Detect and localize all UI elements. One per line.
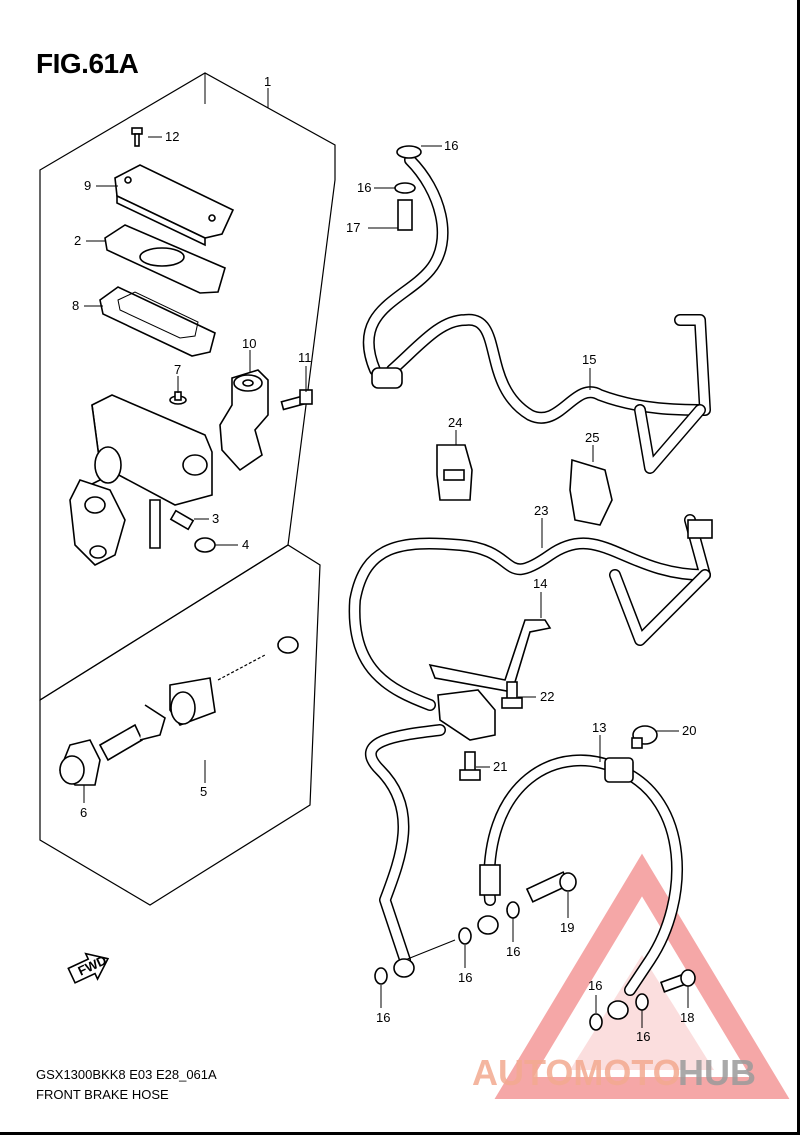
label-16-f: 16 <box>588 978 602 993</box>
fwd-arrow: FWD <box>67 952 110 984</box>
label-3: 3 <box>212 511 219 526</box>
assembly-outline <box>39 72 336 906</box>
label-25: 25 <box>585 430 599 445</box>
lower-hose-left <box>365 724 456 978</box>
label-10: 10 <box>242 336 256 351</box>
label-16-d: 16 <box>458 970 472 985</box>
clip-25 <box>569 458 613 526</box>
label-17: 17 <box>346 220 360 235</box>
label-14: 14 <box>533 576 547 591</box>
label-2: 2 <box>74 233 81 248</box>
label-21: 21 <box>493 759 507 774</box>
bolt-19 <box>525 871 577 903</box>
bolt-18 <box>659 969 696 993</box>
figure-caption: FRONT BRAKE HOSE <box>36 1087 169 1102</box>
master-cylinder-body <box>69 394 213 566</box>
label-22: 22 <box>540 689 554 704</box>
label-20: 20 <box>682 723 696 738</box>
label-5: 5 <box>200 784 207 799</box>
clamp-20 <box>631 725 658 749</box>
clip-24 <box>436 444 473 501</box>
label-9: 9 <box>84 178 91 193</box>
label-11: 11 <box>298 350 312 365</box>
figure-title: FIG.61A <box>36 48 139 79</box>
label-23: 23 <box>534 503 548 518</box>
hose-joint <box>437 689 496 741</box>
brake-hose-15 <box>362 145 711 474</box>
screw-7 <box>169 391 187 405</box>
brake-hose-13 <box>477 754 684 1020</box>
label-7: 7 <box>174 362 181 377</box>
label-16-a: 16 <box>444 138 458 153</box>
label-1: 1 <box>264 74 271 89</box>
label-16-e: 16 <box>506 944 520 959</box>
watermark-wordmark: AUTOMOTO HUB <box>472 1052 756 1093</box>
plate-2 <box>104 224 226 294</box>
screw-12 <box>131 127 143 147</box>
bleeder-3-4 <box>169 509 216 553</box>
clamp-10 <box>219 369 269 472</box>
piston-kit-5 <box>59 636 299 786</box>
label-18: 18 <box>680 1010 694 1025</box>
label-8: 8 <box>72 298 79 313</box>
watermark-word-1: AUTOMOTO <box>472 1052 681 1093</box>
label-16-g: 16 <box>636 1029 650 1044</box>
label-15: 15 <box>582 352 596 367</box>
label-16-c: 16 <box>376 1010 390 1025</box>
model-code: GSX1300BKK8 E03 E28_061A <box>36 1067 217 1082</box>
label-19: 19 <box>560 920 574 935</box>
label-16-b: 16 <box>357 180 371 195</box>
diaphragm-8 <box>99 286 216 357</box>
label-13: 13 <box>592 720 606 735</box>
label-12: 12 <box>165 129 179 144</box>
label-6: 6 <box>80 805 87 820</box>
part-labels: 1 12 9 2 8 7 10 11 3 4 5 6 16 16 17 15 2… <box>72 74 696 1044</box>
bolt-22 <box>501 681 523 709</box>
watermark-word-2: HUB <box>678 1052 756 1093</box>
bolt-21 <box>459 751 481 781</box>
brake-hose-23 <box>348 514 713 711</box>
reservoir-cap-9 <box>114 164 235 247</box>
bracket-14 <box>428 619 552 693</box>
leader-lines <box>83 88 689 1028</box>
label-24: 24 <box>448 415 462 430</box>
label-4: 4 <box>242 537 249 552</box>
washers-16 <box>374 901 649 1031</box>
bolt-11 <box>280 389 313 411</box>
